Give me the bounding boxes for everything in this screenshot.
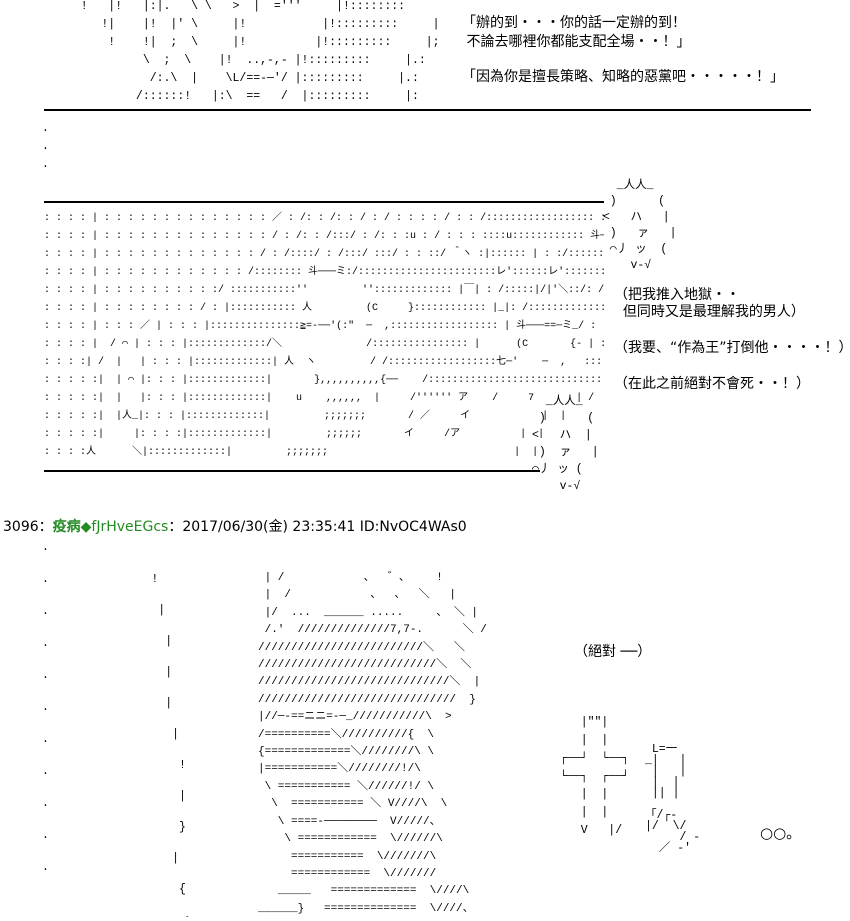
post-tripcode: ◆fJrHveEGcs bbox=[80, 519, 169, 535]
ascii-art-cross-kanji: |""| | | ┌──┘ └──┐ └──┐ ┌──┘ | | | | V |… bbox=[560, 716, 630, 837]
post-author-name[interactable]: 疫病 bbox=[52, 519, 81, 535]
ascii-art-margin-dots-bottom: . . . . . . . . . . . bbox=[42, 541, 49, 874]
ascii-art-left-outline: ! | | | | | ! | } | { > ＼─────── ///////… bbox=[151, 573, 192, 917]
monologue-line-1: （把我推入地獄・・ bbox=[614, 287, 740, 303]
post-separator: ： bbox=[38, 519, 53, 535]
panel-divider-mid-top bbox=[44, 201, 604, 203]
ascii-art-shout-bubble-top: _人人_ ) ( < ハ | ) ァ | ⌒丿 ッ ( v-√ bbox=[602, 179, 676, 272]
ascii-art-top-panel: ! |! |:|. \ \ > | =''' |!:::::::: |::: !… bbox=[80, 0, 440, 103]
post-number: 3096 bbox=[3, 519, 39, 535]
ascii-art-cloaked-figure: | / 、 ゛、 ! | / 、 、 ＼ | |/ ... ______ ...… bbox=[258, 572, 487, 915]
monologue-line-2: 但同時又是最理解我的男人） bbox=[614, 304, 805, 320]
ascii-art-margin-dots: . . . bbox=[42, 124, 49, 171]
panel-divider-top bbox=[44, 109, 811, 111]
dialogue-top-line-2: 不論去哪裡你都能支配全場・・！」 bbox=[462, 34, 691, 50]
dialogue-bottom-line: （絕對 ──） bbox=[574, 644, 652, 660]
ascii-art-glyph-strokes: L=一 _| | | | | | || | 「/┌- |/ \/ / - ／ -… bbox=[645, 744, 701, 854]
trailing-dots: ○○。 bbox=[760, 824, 802, 842]
dialogue-top-line-1: 「辦的到・・・你的話一定辦的到！ bbox=[462, 15, 686, 31]
dialogue-top-line-4: 「因為你是擅長策略、知略的惡黨吧・・・・・！」 bbox=[462, 69, 784, 85]
monologue-line-4: （我要、“作為王”打倒他・・・・！） bbox=[614, 340, 850, 356]
post-header: 3096：疫病◆fJrHveEGcs：2017/06/30(金) 23:35:4… bbox=[3, 518, 467, 536]
ascii-art-shout-bubble-bottom: _人人_ ) ( < ハ | ) ァ | ⌒丿 ッ ( v-√ bbox=[532, 395, 599, 493]
post-datetime-id: ：2017/06/30(金) 23:35:41 ID:NvOC4WAs0 bbox=[168, 519, 467, 535]
panel-divider-mid-bottom bbox=[44, 470, 540, 472]
monologue-line-6: （在此之前絕對不會死・・！） bbox=[614, 376, 810, 392]
ascii-art-battle-scene: : : : : | : : : : : : : : : : : : : : ／ … bbox=[44, 213, 604, 458]
